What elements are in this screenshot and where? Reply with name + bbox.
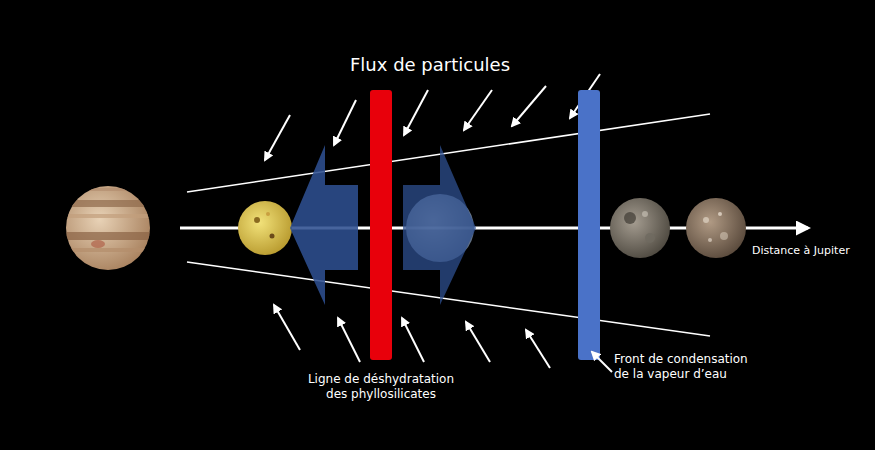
band xyxy=(60,188,160,191)
axis-label: Distance à Jupiter xyxy=(752,244,850,258)
ganymede-spot xyxy=(642,211,648,217)
dehydration-line xyxy=(370,90,392,360)
condensation-front xyxy=(578,90,600,360)
callisto-spot xyxy=(708,238,712,242)
callisto-spot xyxy=(718,212,722,216)
callisto-spot xyxy=(703,217,709,223)
band xyxy=(60,232,160,240)
band xyxy=(60,248,160,252)
io-disc xyxy=(238,201,292,255)
flux-arrow xyxy=(526,330,550,368)
band xyxy=(60,200,160,207)
jupiter-bands xyxy=(60,188,160,252)
io-spot xyxy=(254,217,260,223)
flux-arrow xyxy=(338,318,360,362)
callisto-spot xyxy=(720,232,728,240)
band xyxy=(60,214,160,218)
io-spot xyxy=(270,234,275,239)
ganymede xyxy=(610,198,670,258)
flux-arrow xyxy=(466,322,490,362)
flux-arrow xyxy=(592,352,612,372)
callisto xyxy=(686,198,746,258)
flux-arrow xyxy=(404,90,428,135)
flux-title: Flux de particules xyxy=(350,54,510,77)
flux-arrow xyxy=(464,90,492,130)
flux-arrow xyxy=(402,318,424,362)
jupiter-disc xyxy=(66,186,150,270)
particle-flux xyxy=(265,74,600,368)
flux-arrow xyxy=(274,305,300,350)
red-spot xyxy=(91,240,105,248)
inward-arrow xyxy=(290,145,358,305)
flux-arrow xyxy=(512,86,546,126)
jupiter xyxy=(60,186,160,270)
ganymede-disc xyxy=(610,198,670,258)
outward-arrow xyxy=(403,145,476,305)
dehydration-label: Ligne de déshydratation des phyllosilica… xyxy=(306,372,456,402)
ganymede-spot xyxy=(624,212,636,224)
flux-arrow xyxy=(334,100,356,145)
io-spot xyxy=(266,212,270,216)
ganymede-spot xyxy=(645,233,655,243)
callisto-disc xyxy=(686,198,746,258)
condensation-label: Front de condensation de la vapeur d’eau xyxy=(614,352,764,382)
flux-arrow xyxy=(265,115,290,160)
io xyxy=(238,201,292,255)
